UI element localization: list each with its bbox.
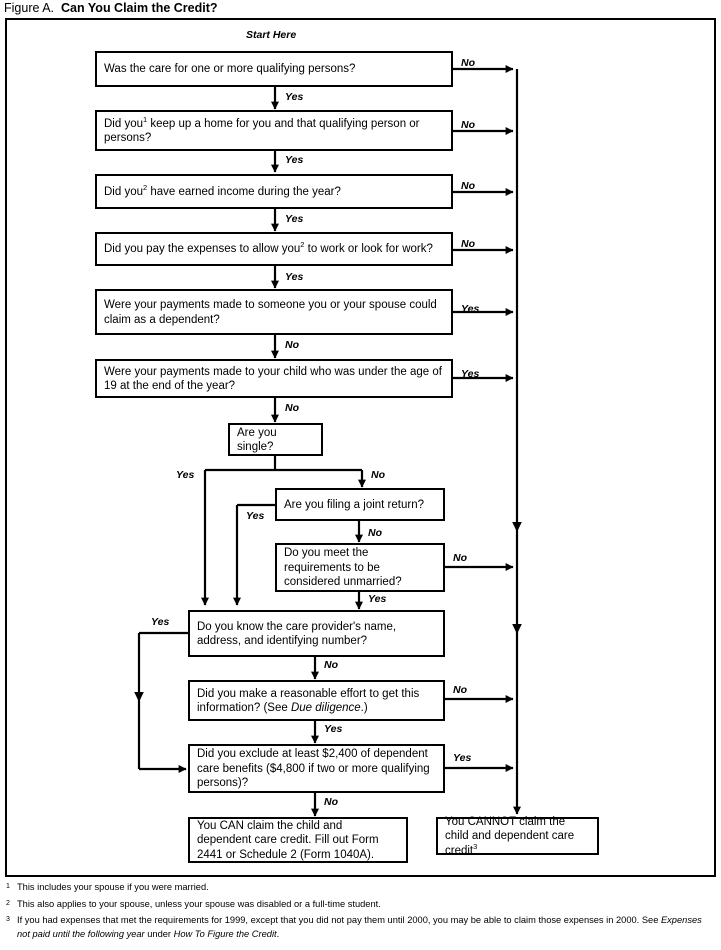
edge-label-q6-no: No — [285, 402, 299, 414]
node-q2: Did you1 keep up a home for you and that… — [95, 110, 453, 151]
node-q6-text: Were your payments made to your child wh… — [104, 365, 442, 393]
node-q3-text: Did you2 have earned income during the y… — [104, 182, 341, 198]
node-q9-text: Do you meet the requirements to be consi… — [284, 547, 402, 589]
node-q4-text: Did you pay the expenses to allow you2 t… — [104, 240, 433, 256]
edge-label-q1-no: No — [461, 57, 475, 69]
node-q6: Were your payments made to your child wh… — [95, 359, 453, 398]
edge-label-q4-yes: Yes — [285, 271, 304, 283]
node-q11: Did you make a reasonable effort to get … — [188, 680, 445, 721]
node-q1-text: Was the care for one or more qualifying … — [104, 63, 356, 76]
node-q12: Did you exclude at least $2,400 of depen… — [188, 744, 445, 793]
node-outcome-cannot-text: You CANNOT claim the child and dependent… — [445, 815, 575, 857]
node-q4: Did you pay the expenses to allow you2 t… — [95, 232, 453, 266]
edge-label-q3-no: No — [461, 180, 475, 192]
edge-label-q8-no: No — [368, 527, 382, 539]
edge-label-q1-yes: Yes — [285, 91, 304, 103]
edge-label-q10-yes: Yes — [151, 616, 170, 628]
edge-label-q8-yes: Yes — [246, 510, 265, 522]
edge-label-q4-no: No — [461, 238, 475, 250]
node-q8-text: Are you filing a joint return? — [284, 498, 424, 511]
footnote-ref-2a: 2 — [143, 182, 148, 192]
footnote-2-marker: 2 — [6, 899, 10, 907]
footnote-3: 3 If you had expenses that met the requi… — [6, 914, 716, 941]
node-q8: Are you filing a joint return? — [275, 488, 445, 521]
footnote-1: 1 This includes your spouse if you were … — [6, 881, 716, 895]
edge-label-q2-yes: Yes — [285, 154, 304, 166]
edge-label-q12-no: No — [324, 796, 338, 808]
footnote-3-marker: 3 — [6, 916, 10, 923]
footnote-1-marker: 1 — [6, 883, 10, 890]
edge-label-q11-yes: Yes — [324, 723, 343, 735]
node-q5: Were your payments made to someone you o… — [95, 289, 453, 335]
edge-label-q2-no: No — [461, 119, 475, 131]
node-q10-text: Do you know the care provider's name, ad… — [197, 620, 397, 648]
footnote-2-text: This also applies to your spouse, unless… — [17, 898, 381, 909]
page-title: Figure A. Can You Claim the Credit? — [4, 0, 717, 18]
footnote-2: 2 This also applies to your spouse, unle… — [6, 898, 716, 912]
node-outcome-can-text: You CAN claim the child and dependent ca… — [197, 819, 379, 861]
footnotes: 1 This includes your spouse if you were … — [6, 881, 716, 944]
figure-title-text: Can You Claim the Credit? — [61, 1, 218, 15]
footnote-ref-1: 1 — [143, 114, 148, 124]
node-q10: Do you know the care provider's name, ad… — [188, 610, 445, 657]
node-q1: Was the care for one or more qualifying … — [95, 51, 453, 87]
node-outcome-cannot: You CANNOT claim the child and dependent… — [436, 816, 599, 857]
node-q3: Did you2 have earned income during the y… — [95, 174, 453, 209]
edge-label-q12-yes: Yes — [453, 752, 472, 764]
edge-label-q5-no: No — [285, 339, 299, 351]
footnote-1-text: This includes your spouse if you were ma… — [17, 882, 209, 892]
footnote-ref-3: 3 — [473, 841, 478, 851]
node-q12-text: Did you exclude at least $2,400 of depen… — [197, 748, 430, 790]
footnote-3-italic-b: How To Figure the Credit — [173, 928, 277, 939]
edge-label-q6-yes: Yes — [461, 368, 480, 380]
node-outcome-can: You CAN claim the child and dependent ca… — [188, 817, 408, 863]
edge-label-q11-no: No — [453, 684, 467, 696]
figure-label: Figure A. — [4, 1, 55, 15]
edge-label-q3-yes: Yes — [285, 213, 304, 225]
start-here-label: Start Here — [246, 29, 297, 41]
node-q2-text: Did you1 keep up a home for you and that… — [104, 114, 420, 144]
edge-label-q7-yes: Yes — [176, 469, 195, 481]
edge-label-q10-no: No — [324, 659, 338, 671]
edge-label-q9-yes: Yes — [368, 593, 387, 605]
footnote-3-text: If you had expenses that met the require… — [17, 915, 702, 939]
node-q9: Do you meet the requirements to be consi… — [275, 543, 445, 592]
due-diligence-ref: Due diligence — [290, 702, 361, 714]
figure-frame — [5, 18, 716, 877]
node-q5-text: Were your payments made to someone you o… — [104, 299, 437, 326]
footnote-ref-2b: 2 — [300, 240, 305, 250]
footnote-3-italic-a: Expenses not paid until the following ye… — [17, 915, 702, 939]
node-q7-text: Are you single? — [237, 426, 277, 454]
edge-label-q7-no: No — [371, 469, 385, 481]
edge-label-q5-yes: Yes — [461, 303, 480, 315]
edge-label-q9-no: No — [453, 552, 467, 564]
node-q11-text: Did you make a reasonable effort to get … — [197, 687, 420, 715]
node-q7: Are you single? — [228, 423, 323, 456]
